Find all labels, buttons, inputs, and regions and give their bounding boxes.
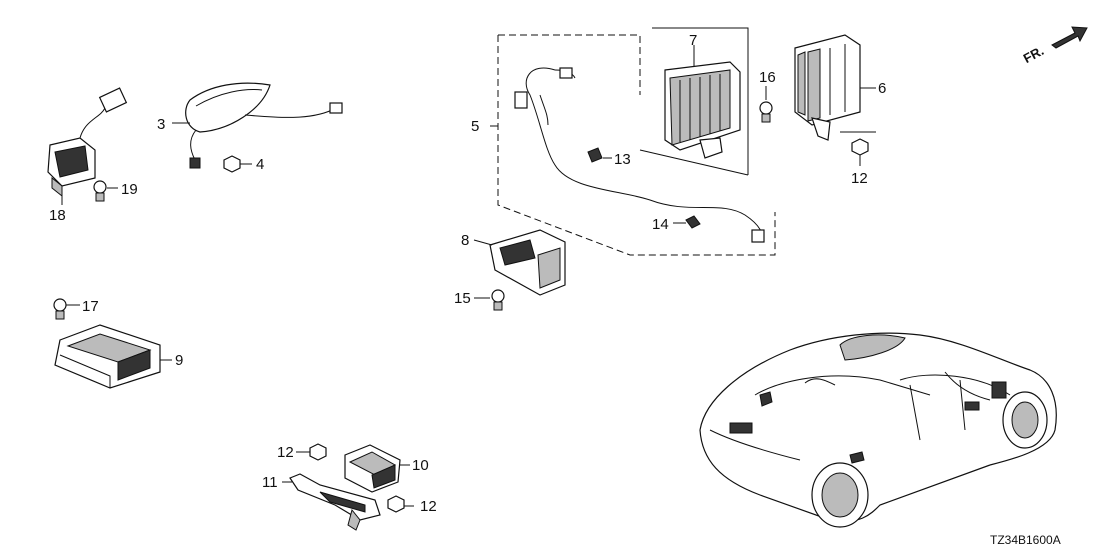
- part-13-clip: [587, 147, 612, 163]
- arrow-right-icon: [1051, 26, 1088, 49]
- callout-13: 13: [614, 151, 631, 168]
- callout-9: 9: [175, 352, 183, 369]
- part-6-audio-unit: [794, 34, 876, 141]
- callout-12-lower-left: 12: [277, 444, 294, 461]
- part-8-control-module: [473, 229, 566, 296]
- part-5-harness-group: [490, 34, 776, 256]
- part-7-amplifier: [639, 27, 749, 176]
- part-3-roof-antenna: [172, 82, 343, 169]
- callout-10: 10: [412, 457, 429, 474]
- part-12-nut-upper: [851, 138, 869, 166]
- part-11-bracket: [282, 473, 381, 531]
- part-19-bolt: [93, 180, 118, 202]
- part-18-antenna-unit: [47, 87, 128, 205]
- callout-12-upper: 12: [851, 170, 868, 187]
- part-17-bolt: [53, 298, 80, 320]
- part-14-clip: [673, 215, 701, 229]
- part-15-bolt: [474, 289, 505, 311]
- part-16-bolt: [759, 86, 773, 123]
- callout-17: 17: [82, 298, 99, 315]
- callout-3: 3: [157, 116, 165, 133]
- part-12-nut-lower-right: [387, 495, 414, 513]
- front-direction-label: FR.: [1021, 43, 1047, 66]
- callout-7: 7: [689, 32, 697, 49]
- callout-8: 8: [461, 232, 469, 249]
- diagram-code: TZ34B1600A: [990, 533, 1061, 547]
- callout-14: 14: [652, 216, 669, 233]
- callout-12-lower-right: 12: [420, 498, 437, 515]
- part-4-nut: [223, 155, 252, 173]
- part-10-module: [344, 444, 410, 493]
- callout-15: 15: [454, 290, 471, 307]
- callout-18: 18: [49, 207, 66, 224]
- callout-6: 6: [878, 80, 886, 97]
- front-direction-indicator: FR.: [1021, 26, 1088, 66]
- vehicle-location-illustration: [699, 332, 1057, 528]
- callout-5: 5: [471, 118, 479, 135]
- callout-11: 11: [262, 474, 278, 491]
- callout-16: 16: [759, 69, 776, 86]
- part-12-nut-lower-left: [296, 443, 327, 461]
- callout-4: 4: [256, 156, 264, 173]
- callout-19: 19: [121, 181, 138, 198]
- part-9-navigation-unit: [54, 324, 172, 389]
